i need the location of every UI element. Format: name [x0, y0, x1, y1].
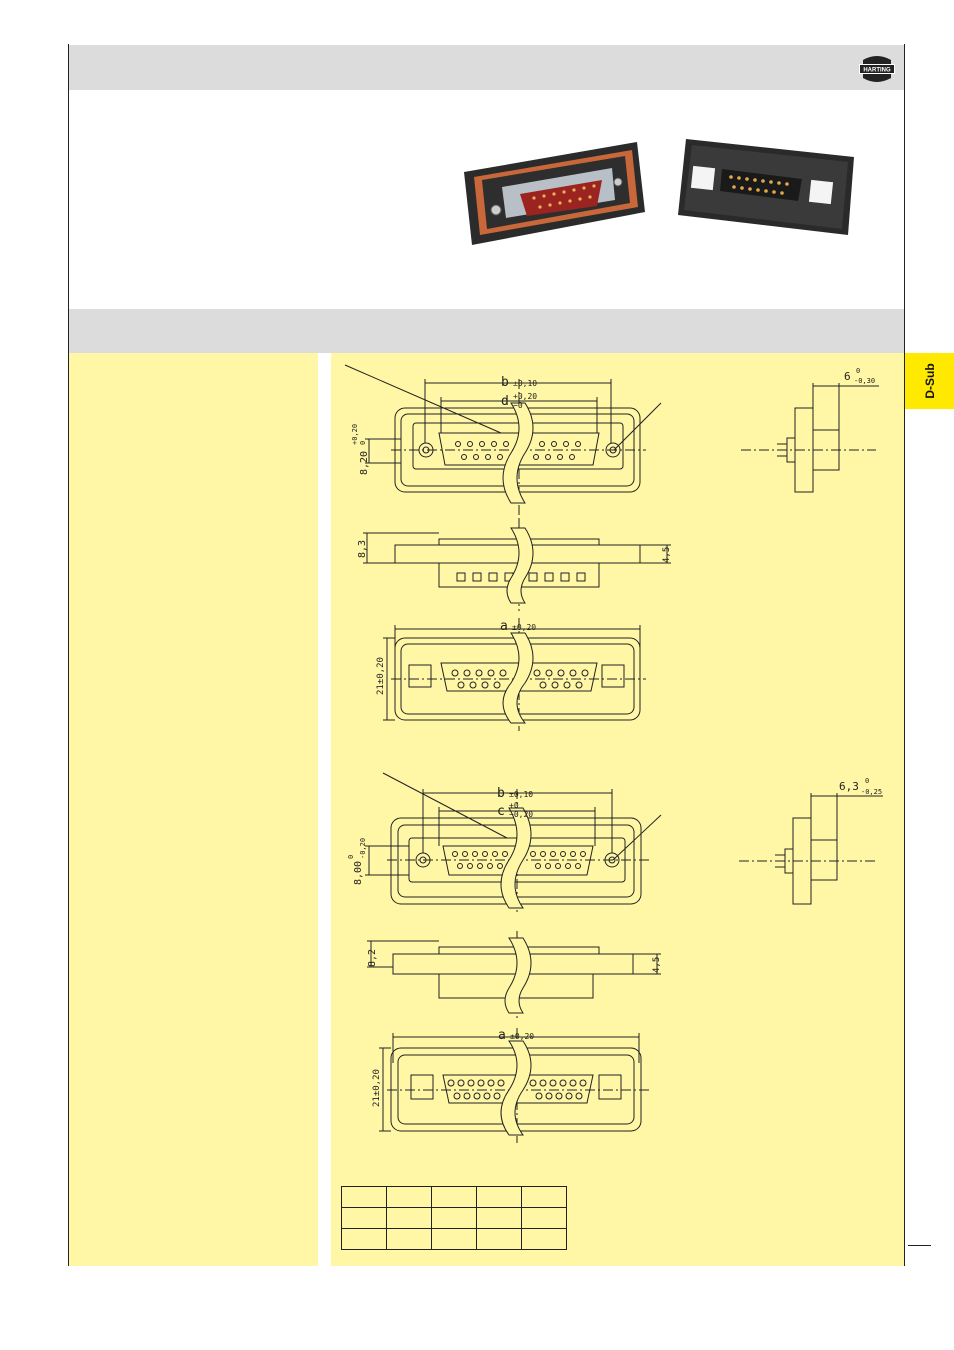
drawing1-top-view — [363, 519, 671, 611]
svg-text:-0,30: -0,30 — [854, 377, 875, 385]
page-frame-right — [904, 44, 905, 1266]
connector-photo-red — [464, 142, 645, 245]
svg-text:c: c — [497, 804, 505, 819]
dimension-table — [341, 1186, 567, 1250]
svg-text:a: a — [500, 619, 508, 634]
svg-text:8,3: 8,3 — [357, 540, 368, 558]
svg-text:8,20: 8,20 — [359, 451, 370, 475]
svg-text:0: 0 — [359, 441, 367, 445]
svg-text:±0,10: ±0,10 — [513, 379, 537, 388]
logo-text: HARTING — [863, 68, 891, 74]
svg-text:4,5: 4,5 — [652, 957, 662, 973]
svg-text:b: b — [497, 786, 505, 801]
drawing2-side-view — [739, 793, 883, 905]
table-row — [341, 1207, 567, 1229]
svg-text:+0: +0 — [509, 801, 519, 810]
svg-text:6: 6 — [844, 370, 851, 383]
svg-text:6,3: 6,3 — [839, 780, 859, 793]
svg-text:21±0,20: 21±0,20 — [376, 657, 386, 695]
svg-text:±0,20: ±0,20 — [510, 1032, 534, 1041]
header-band — [69, 45, 904, 90]
svg-text:d: d — [501, 394, 509, 409]
section-band — [69, 309, 904, 353]
svg-text:−0: −0 — [513, 401, 523, 410]
drawing2-rear-view — [379, 1028, 649, 1143]
page-number-rule — [908, 1245, 931, 1246]
d-sub-tab-label: D-Sub — [922, 363, 937, 399]
svg-text:0: 0 — [865, 777, 869, 785]
svg-text:-0,25: -0,25 — [861, 788, 882, 796]
drawing1-side-view — [741, 383, 879, 493]
harting-logo: HARTING — [859, 56, 895, 82]
svg-text:8,00: 8,00 — [353, 861, 364, 885]
technical-drawings: b ±0,10 d +0,20 −0 8,20 +0,20 0 6 0 -0,3… — [344, 364, 883, 1143]
drawing2-top-view — [367, 931, 661, 1018]
svg-text:a: a — [498, 1028, 506, 1043]
svg-text:b: b — [501, 375, 509, 390]
drawing1-rear-view — [383, 618, 646, 731]
connector-photo-black — [678, 139, 854, 235]
page-frame-left — [68, 44, 69, 1266]
table-row — [341, 1186, 567, 1208]
drawing2-front-view — [365, 772, 662, 913]
drawing1-front-view — [344, 364, 662, 523]
description-panel — [69, 353, 318, 1266]
svg-text:4,5: 4,5 — [662, 547, 672, 563]
svg-text:-0,20: -0,20 — [359, 838, 367, 859]
svg-text:0: 0 — [347, 855, 355, 859]
svg-text:0: 0 — [856, 367, 860, 375]
d-sub-tab[interactable]: D-Sub — [905, 353, 954, 409]
svg-text:8,2: 8,2 — [367, 949, 378, 967]
svg-text:−0,20: −0,20 — [509, 810, 533, 819]
svg-text:+0,20: +0,20 — [513, 392, 537, 401]
svg-text:21±0,20: 21±0,20 — [372, 1069, 382, 1107]
drawing-panel — [331, 353, 904, 1266]
svg-text:±0,10: ±0,10 — [509, 790, 533, 799]
table-row — [341, 1228, 567, 1250]
svg-text:+0,20: +0,20 — [351, 424, 359, 445]
svg-text:±0,20: ±0,20 — [512, 623, 536, 632]
